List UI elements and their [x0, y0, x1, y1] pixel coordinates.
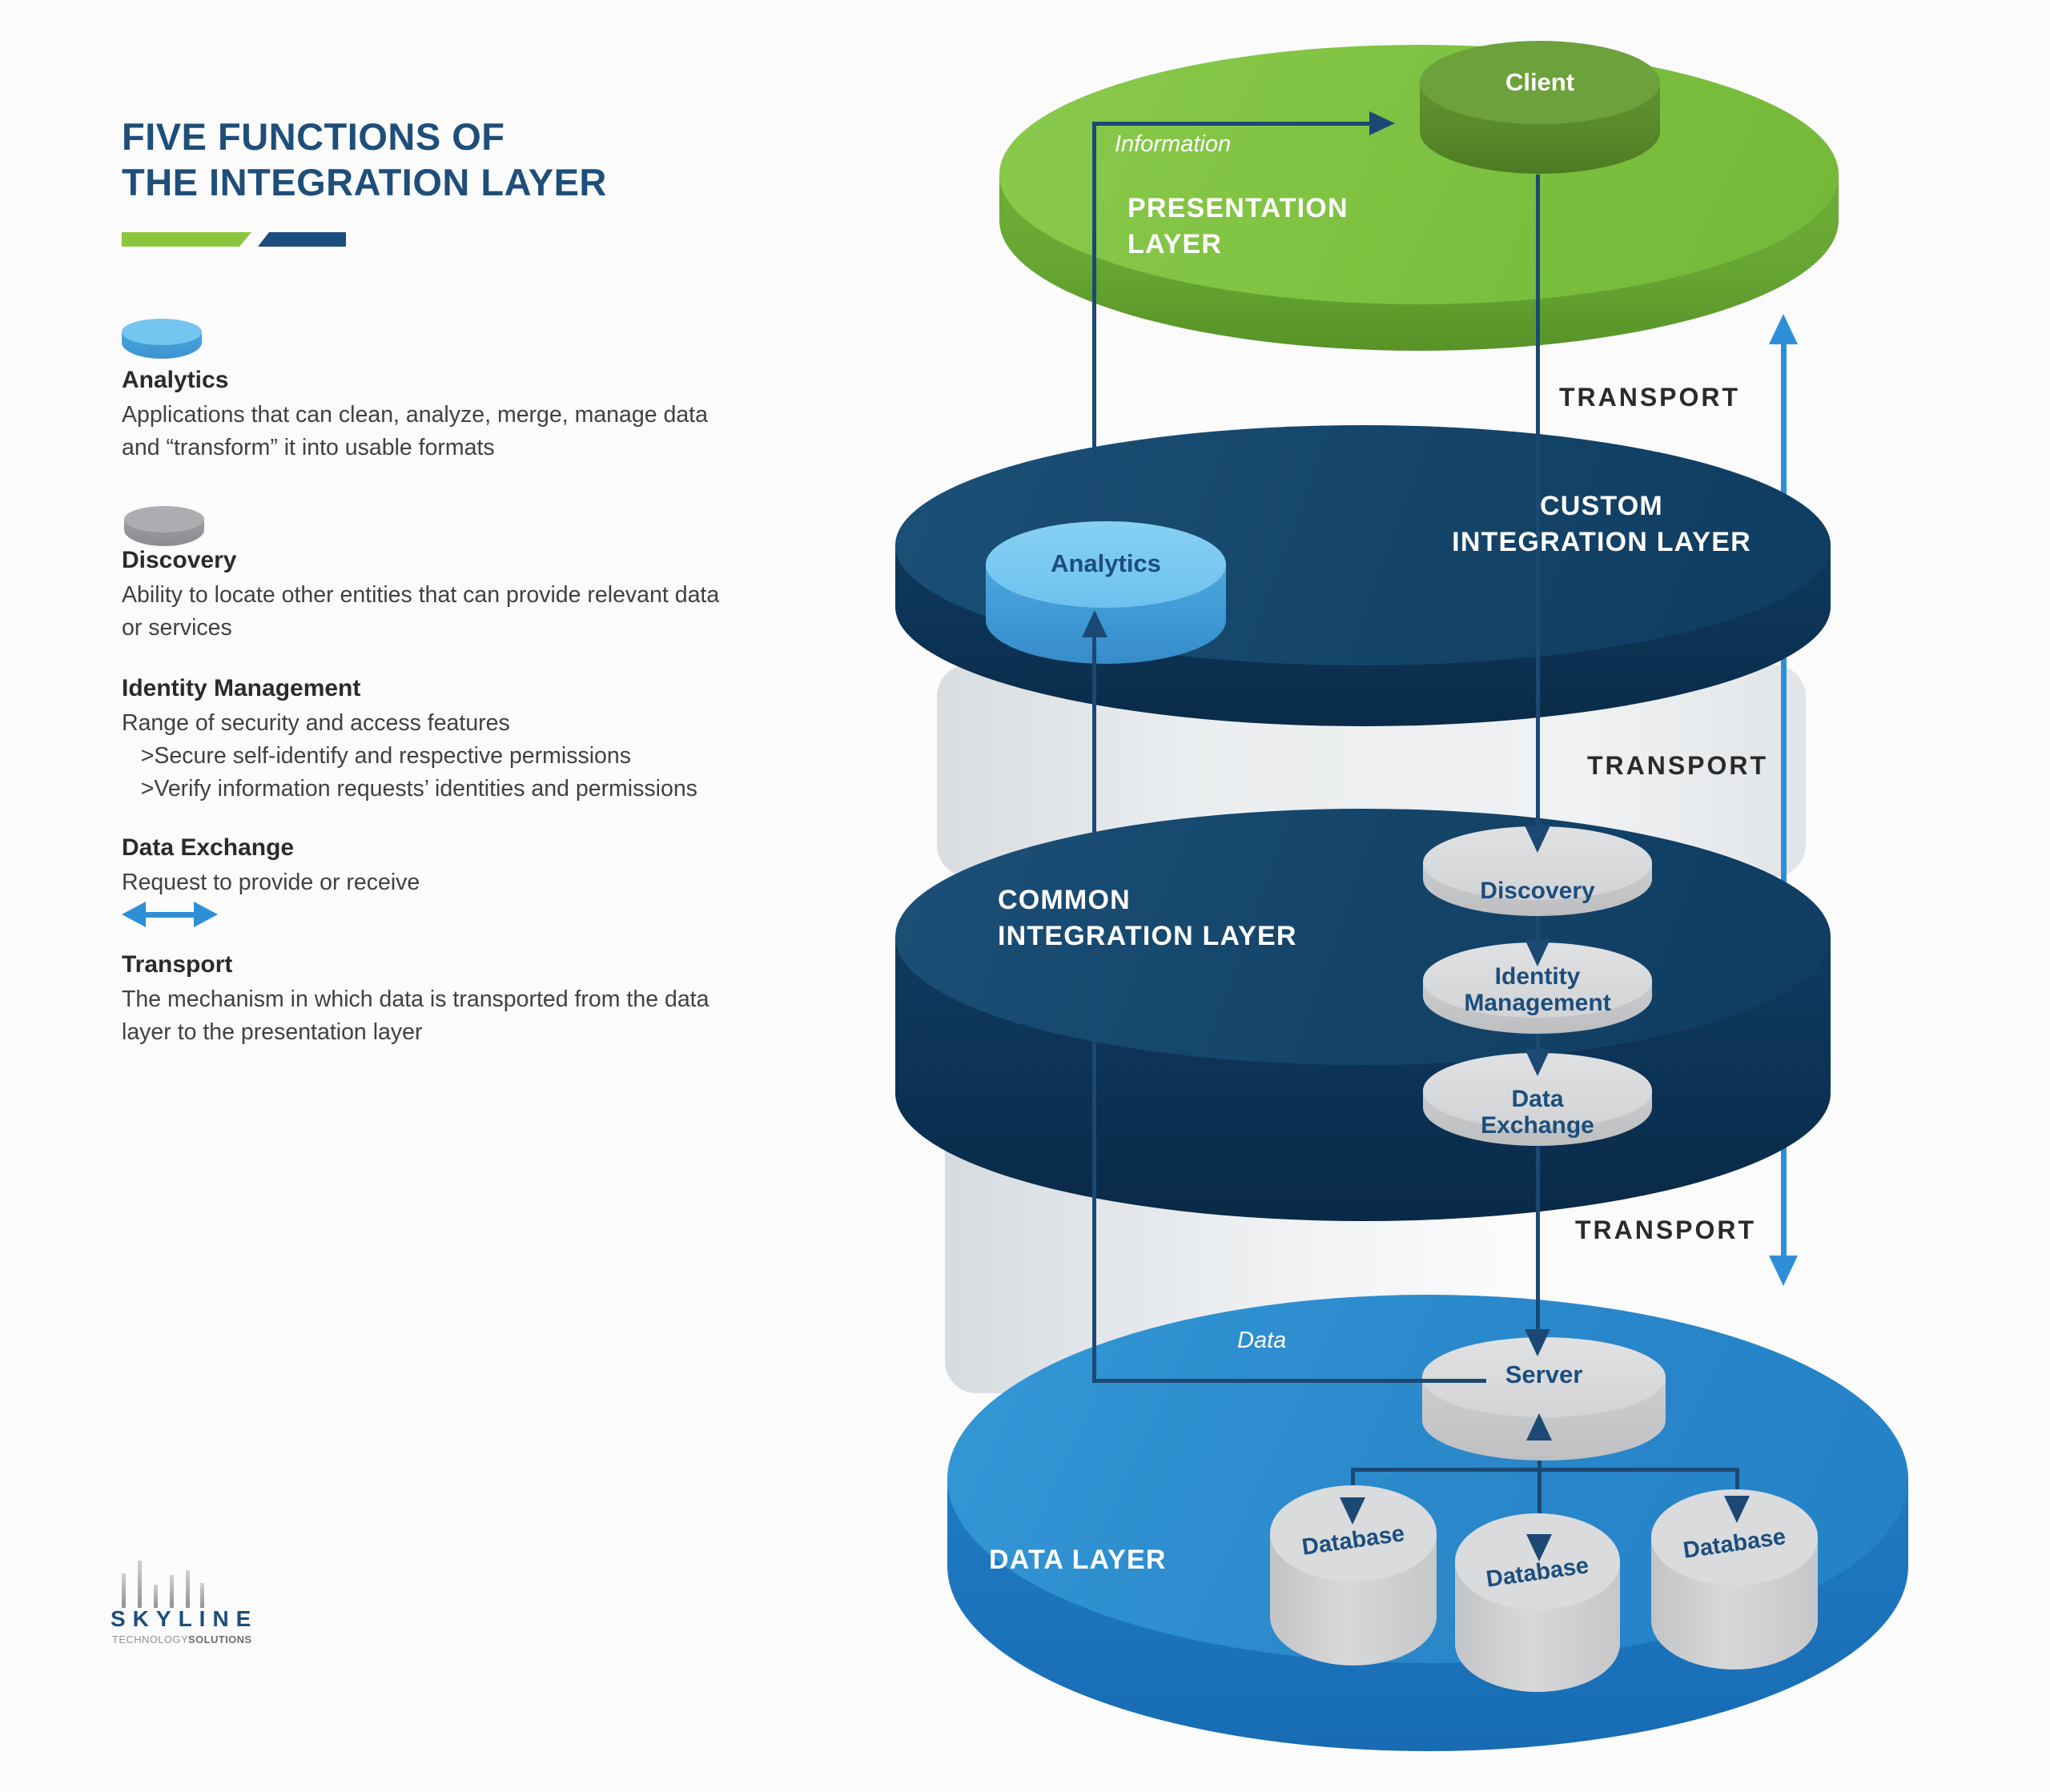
client-cylinder-top [1420, 41, 1660, 124]
client-server-line-1 [1536, 175, 1540, 829]
data-to-server-line [1092, 1379, 1486, 1383]
transport-label-bottom: TRANSPORT [1574, 1215, 1757, 1244]
common-layer-label: COMMON INTEGRATION LAYER [998, 885, 1297, 951]
legend-data-exchange-line: Request to provide or receive [122, 870, 420, 895]
transport-up-arrow-icon [1769, 314, 1798, 344]
logo-tagline-bold: SOLUTIONS [188, 1633, 252, 1645]
data-label: Data [1237, 1328, 1287, 1353]
analytics-cylinder-icon [122, 319, 202, 359]
database-middle-down-arrow-icon [1526, 1534, 1552, 1561]
logo-tagline: TECHNOLOGYSOLUTIONS [112, 1633, 251, 1645]
discovery-down-arrow-icon [1525, 826, 1550, 853]
legend-discovery-line: or services [122, 615, 232, 641]
presentation-layer-label: PRESENTATION LAYER [1128, 193, 1349, 259]
analytics-up-arrow-icon [1082, 610, 1107, 637]
analytics-label: Analytics [1051, 549, 1161, 577]
transport-label-middle: TRANSPORT [1586, 751, 1769, 780]
client-server-line-2 [1536, 913, 1540, 942]
database-left-down-arrow-icon [1340, 1497, 1365, 1525]
identity-label: Identity Management [1464, 963, 1611, 1016]
database-right-down-arrow-icon [1724, 1496, 1750, 1523]
transport-label-top: TRANSPORT [1558, 383, 1741, 412]
legend-analytics-line: Applications that can clean, analyze, me… [122, 402, 708, 428]
database-branch-line [1351, 1468, 1739, 1472]
legend-discovery-line: Ability to locate other entities that ca… [122, 582, 720, 608]
server-up-arrow-icon [1526, 1413, 1552, 1440]
information-flow-line [1092, 122, 1371, 126]
legend-identity-line: Range of security and access features [122, 710, 510, 736]
custom-layer-label: CUSTOM INTEGRATION LAYER [1452, 491, 1751, 557]
legend-analytics-heading: Analytics [122, 367, 229, 393]
identity-down-arrow-icon [1525, 939, 1550, 966]
logo-brand-name: SKYLINE [111, 1606, 259, 1631]
legend-identity-line: >Secure self-identify and respective per… [122, 743, 632, 769]
data-exchange-label: Data Exchange [1481, 1086, 1594, 1139]
client-server-line-4 [1536, 1143, 1540, 1331]
common-layer-top [895, 809, 1831, 1065]
information-label: Information [1115, 131, 1232, 157]
server-down-arrow-icon [1525, 1329, 1550, 1356]
discovery-cylinder-icon [124, 506, 204, 546]
server-database-line [1538, 1437, 1542, 1536]
transport-down-arrow-icon [1769, 1256, 1798, 1286]
divider-navy-bar [258, 232, 346, 247]
legend-identity-line: >Verify information requests’ identities… [122, 776, 697, 802]
analytics-flow-line-upper [1092, 122, 1096, 522]
analytics-arrow-stem [1092, 634, 1096, 665]
presentation-layer-top [999, 45, 1839, 304]
discovery-label: Discovery [1480, 878, 1595, 904]
analytics-flow-line-lower [1092, 665, 1096, 1379]
data-exchange-down-arrow-icon [1525, 1049, 1550, 1076]
database-left-drop-line [1351, 1468, 1355, 1500]
transport-line [1781, 340, 1787, 1259]
database-middle-top [1455, 1513, 1620, 1609]
analytics-cylinder-top [986, 521, 1226, 608]
legend-data-exchange-heading: Data Exchange [122, 834, 295, 861]
legend-discovery-heading: Discovery [122, 547, 237, 573]
client-label: Client [1505, 68, 1575, 96]
legend-transport-line: layer to the presentation layer [122, 1019, 423, 1045]
legend-identity-heading: Identity Management [122, 675, 361, 701]
legend-transport-heading: Transport [122, 951, 233, 978]
legend-transport-line: The mechanism in which data is transport… [122, 986, 709, 1012]
server-label: Server [1505, 1360, 1583, 1388]
divider-green-bar [122, 232, 251, 247]
data-layer-label: DATA LAYER [989, 1545, 1167, 1575]
database-right-drop-line [1735, 1468, 1739, 1498]
client-server-line-3 [1536, 1031, 1540, 1055]
information-arrow-icon [1369, 111, 1395, 135]
page-title: FIVE FUNCTIONS OF THE INTEGRATION LAYER [122, 115, 607, 203]
legend-analytics-line: and “transform” it into usable formats [122, 435, 495, 460]
logo-tagline-regular: TECHNOLOGY [112, 1633, 189, 1645]
